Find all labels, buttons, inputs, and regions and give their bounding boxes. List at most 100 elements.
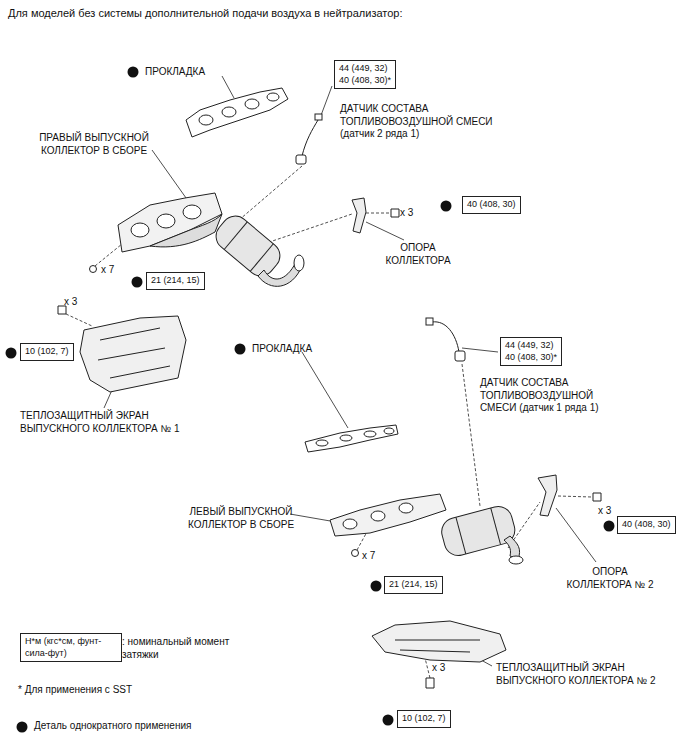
gasket (305, 425, 398, 452)
gasket (267, 93, 279, 101)
quantity: x 3 (598, 505, 611, 518)
manifold-bracket (352, 198, 366, 233)
exhaust-manifold (294, 255, 304, 271)
torque-value: 40 (408, 30)* (339, 75, 391, 87)
leader-line (556, 508, 596, 562)
note: * Для применения с SST (18, 684, 132, 697)
torque-value: 10 (102, 7) (402, 713, 446, 725)
quantity: x 7 (362, 550, 375, 563)
exhaust-manifold (150, 214, 222, 247)
single-use-dot (371, 581, 382, 592)
dashed-assembly-line (95, 244, 122, 266)
bolt-nut (58, 209, 601, 688)
part-name: ПРОКЛАДКА (252, 343, 312, 356)
manifold-bracket (538, 475, 557, 516)
exhaust-manifold (399, 503, 413, 513)
oxygen-sensor (426, 318, 433, 325)
gasket (384, 428, 394, 434)
part-name: ЛЕВЫЙ ВЫПУСКНОЙ КОЛЛЕКТОР В СБОРЕ (176, 506, 306, 531)
heat-shield (98, 328, 170, 378)
quantity: x 3 (432, 662, 445, 675)
part-name: ТЕПЛОЗАЩИТНЫЙ ЭКРАН ВЫПУСКНОГО КОЛЛЕКТОР… (20, 410, 190, 435)
bolt-nut (58, 306, 66, 314)
null (439, 503, 518, 558)
single-use-dot (17, 722, 28, 733)
leader-line (462, 348, 498, 352)
gasket (316, 440, 328, 446)
bolt-nut (391, 209, 399, 217)
torque-box: 21 (214, 15) (384, 576, 443, 594)
torque-value: 44 (449, 32) (339, 63, 391, 75)
gasket (222, 107, 236, 117)
oxygen-sensor (455, 351, 465, 361)
single-use-dot (128, 67, 139, 78)
gasket (364, 431, 376, 437)
dashed-assembly-line (366, 213, 390, 214)
torque-box: 44 (449, 32)40 (408, 30)* (500, 337, 562, 366)
null (456, 517, 466, 554)
torque-value: 40 (408, 30) (467, 199, 516, 211)
diagram-title: Для моделей без системы дополнительной п… (8, 7, 403, 21)
exhaust-manifold (183, 205, 201, 219)
exhaust-manifold (509, 556, 523, 564)
single-use-dot (383, 715, 394, 726)
torque-box: 10 (102, 7) (20, 343, 74, 361)
part-name: ПРАВЫЙ ВЫПУСКНОЙ КОЛЛЕКТОР В СБОРЕ (32, 132, 156, 157)
exhaust-manifold (131, 223, 149, 237)
bolt-nut (352, 550, 359, 557)
exhaust-manifold (343, 519, 357, 529)
gasket (186, 88, 398, 452)
dashed-assembly-line (462, 364, 480, 506)
null (250, 244, 273, 272)
heat-shield (80, 316, 506, 662)
oxygen-sensor (296, 114, 465, 361)
oxygen-sensor (315, 114, 322, 120)
leader-line (290, 514, 336, 522)
heat-shield (80, 316, 186, 392)
exhaust-manifold (330, 494, 446, 536)
torque-box: 40 (408, 30) (617, 516, 676, 534)
single-use-dot (132, 277, 143, 288)
null (224, 222, 247, 250)
dashed-assembly-line (558, 496, 592, 497)
torque-box: 10 (102, 7) (397, 710, 451, 728)
quantity: x 3 (400, 207, 413, 220)
manifold-bracket (352, 198, 557, 516)
part-name: ОПОРА КОЛЛЕКТОРА (378, 242, 458, 267)
oxygen-sensor (302, 120, 318, 156)
part-name: ДАТЧИК СОСТАВА ТОПЛИВОВОЗДУШНОЙ СМЕСИ (д… (480, 377, 630, 415)
unit-legend-text: Н*м (кгс*см, фунт-сила-фут) (25, 636, 117, 659)
quantity: x 7 (101, 264, 114, 277)
single-use-dot (604, 521, 615, 532)
note: : номинальный момент затяжки (122, 636, 234, 661)
gasket (340, 435, 352, 441)
legend-text: Деталь однократного применения (34, 720, 191, 733)
gasket (245, 99, 259, 109)
oxygen-sensor (432, 322, 459, 352)
torque-value: 40 (408, 30)* (505, 352, 557, 364)
part-name: ПРОКЛАДКА (145, 66, 205, 79)
torque-value: 44 (449, 32) (505, 340, 557, 352)
exhaust-manifold (371, 511, 385, 521)
torque-box: 44 (449, 32)40 (408, 30)* (334, 60, 396, 89)
oxygen-sensor (296, 155, 306, 164)
torque-box: 40 (408, 30) (462, 196, 521, 214)
null (439, 503, 518, 558)
leader-line (104, 390, 112, 408)
leader-line (302, 352, 348, 428)
single-use-dot (6, 348, 17, 359)
unit-legend-box: Н*м (кгс*см, фунт-сила-фут) (20, 633, 122, 662)
bolt-nut (90, 266, 97, 273)
exhaust-manifold (157, 214, 175, 228)
leader-line (366, 222, 404, 240)
null (210, 210, 285, 281)
dashed-assembly-line (66, 166, 592, 678)
part-name: ТЕПЛОЗАЩИТНЫЙ ЭКРАН ВЫПУСКНОГО КОЛЛЕКТОР… (496, 662, 681, 687)
quantity: x 3 (64, 296, 77, 309)
heat-shield (395, 640, 480, 652)
torque-value: 40 (408, 30) (622, 519, 671, 531)
dashed-assembly-line (232, 166, 302, 226)
exhaust-manifold (118, 193, 222, 252)
leader-line (222, 76, 234, 98)
dashed-assembly-line (66, 314, 92, 326)
